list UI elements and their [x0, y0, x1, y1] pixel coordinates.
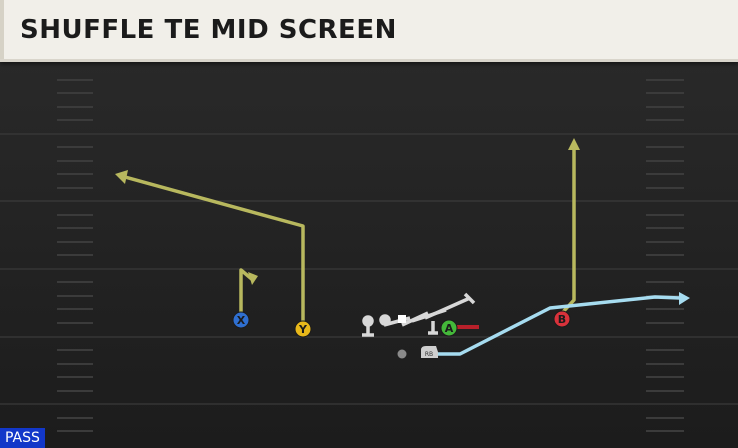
yard-lines [0, 133, 738, 405]
play-title: SHUFFLE TE MID SCREEN [20, 15, 397, 45]
x-route [239, 268, 258, 313]
rb-label: RB [425, 351, 433, 358]
offensive-line [362, 292, 476, 337]
receiver-y-button[interactable]: Y [294, 320, 312, 338]
hash-marks-left [57, 79, 93, 432]
b-route [561, 138, 580, 314]
receiver-a-button[interactable]: A [440, 319, 458, 337]
y-route [115, 170, 305, 322]
receiver-x-button[interactable]: X [232, 311, 250, 329]
title-accent [0, 0, 4, 59]
rb-screen-route [438, 292, 690, 356]
rb-icon[interactable]: RB [421, 346, 438, 358]
receiver-y-label: Y [298, 323, 308, 336]
qb-marker [397, 349, 407, 359]
receiver-b-button[interactable]: B [553, 310, 571, 328]
center-marker [398, 315, 406, 323]
y-route-arrow [115, 170, 128, 184]
receiver-b-label: B [558, 313, 566, 326]
receiver-a-label: A [445, 322, 454, 335]
hash-marks-right [646, 79, 684, 432]
pass-badge: PASS [0, 428, 45, 448]
receiver-x-label: X [237, 314, 246, 327]
title-bar: SHUFFLE TE MID SCREEN [0, 0, 738, 62]
